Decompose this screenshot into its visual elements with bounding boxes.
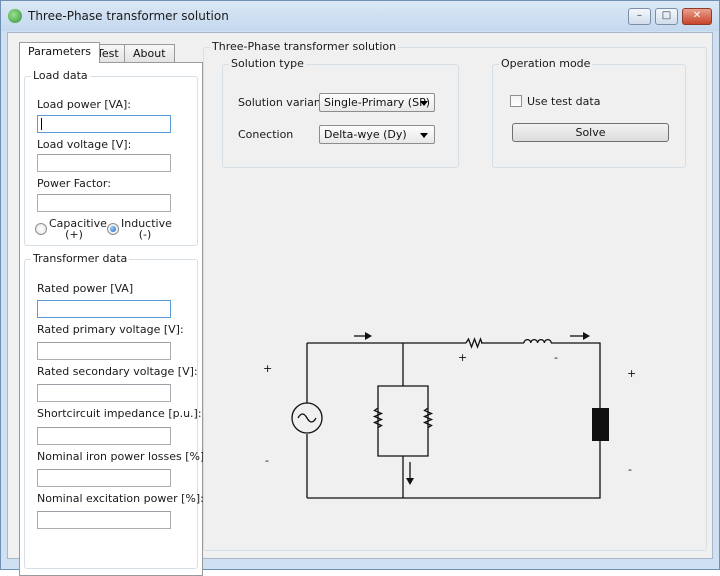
connection-label: Conection xyxy=(238,128,294,141)
solution-panel: Three-Phase transformer solution Solutio… xyxy=(203,40,707,551)
capacitive-label: Capacitive (+) xyxy=(49,217,107,241)
capacitive-radio[interactable] xyxy=(35,223,47,235)
shunt-resistor-1-icon xyxy=(372,407,384,429)
load-voltage-label: Load voltage [V]: xyxy=(37,138,132,151)
input-current-arrow-icon xyxy=(365,332,372,340)
load-data-title: Load data xyxy=(31,69,90,82)
maximize-button[interactable]: □ xyxy=(655,8,678,25)
ac-source-wave xyxy=(297,413,317,423)
shortcircuit-impedance-label: Shortcircuit impedance [p.u.]: xyxy=(37,407,202,420)
text-caret xyxy=(41,118,42,130)
parameters-tab-page: Load data Load power [VA]: Load voltage … xyxy=(19,62,208,576)
excitation-power-input[interactable] xyxy=(37,511,171,529)
inductive-label: Inductive (-) xyxy=(121,217,172,241)
plus-left-label: + xyxy=(263,362,272,375)
operation-mode-group: Operation mode Use test data Solve xyxy=(492,57,686,168)
minimize-button[interactable]: – xyxy=(628,8,651,25)
connection-select[interactable]: Delta-wye (Dy) xyxy=(319,125,435,144)
connection-value: Delta-wye (Dy) xyxy=(324,128,407,141)
rated-primary-voltage-label: Rated primary voltage [V]: xyxy=(37,323,184,336)
load-data-group: Load data Load power [VA]: Load voltage … xyxy=(24,69,198,246)
chevron-down-icon xyxy=(420,101,428,106)
shunt-current-arrow-icon xyxy=(406,478,414,485)
output-current-arrow-icon xyxy=(583,332,590,340)
load-voltage-input[interactable] xyxy=(37,154,171,172)
rated-secondary-voltage-input[interactable] xyxy=(37,384,171,402)
plus-right-label: + xyxy=(627,367,636,380)
client-area: Parameters Test About Load data Load pow… xyxy=(7,32,713,576)
solution-variant-value: Single-Primary (SP) xyxy=(324,96,430,109)
rated-power-input[interactable] xyxy=(37,300,171,318)
solve-button[interactable]: Solve xyxy=(512,123,669,142)
shunt-box xyxy=(377,385,429,457)
solution-variant-label: Solution variant xyxy=(238,96,326,109)
use-test-data-label: Use test data xyxy=(527,95,601,108)
operation-mode-title: Operation mode xyxy=(499,57,593,70)
minus-series-label: - xyxy=(554,351,558,364)
ac-source-icon xyxy=(291,402,323,434)
series-resistor-icon xyxy=(465,337,483,349)
load-power-input[interactable] xyxy=(37,115,171,133)
excitation-power-label: Nominal excitation power [%]: xyxy=(37,492,204,505)
inductive-label-line2: (-) xyxy=(138,228,152,241)
shortcircuit-impedance-input[interactable] xyxy=(37,427,171,445)
rated-primary-voltage-input[interactable] xyxy=(37,342,171,360)
solution-type-group: Solution type Solution variant Single-Pr… xyxy=(222,57,459,168)
solution-variant-select[interactable]: Single-Primary (SP) xyxy=(319,93,435,112)
power-factor-input[interactable] xyxy=(37,194,171,212)
solution-panel-title: Three-Phase transformer solution xyxy=(210,40,399,53)
wire-top xyxy=(307,342,601,408)
capacitive-label-line2: (+) xyxy=(65,228,83,241)
shunt-resistor-2-icon xyxy=(422,407,434,429)
iron-losses-label: Nominal iron power losses [%]: xyxy=(37,450,209,463)
tab-about[interactable]: About xyxy=(124,44,175,62)
use-test-data-checkbox[interactable] xyxy=(510,95,522,107)
inductive-radio[interactable] xyxy=(107,223,119,235)
app-logo-icon xyxy=(8,9,22,23)
load-power-label: Load power [VA]: xyxy=(37,98,132,111)
rated-power-label: Rated power [VA] xyxy=(37,282,134,295)
equivalent-circuit-diagram: + - + - + - xyxy=(263,332,636,499)
transformer-data-group: Transformer data Rated power [VA] Rated … xyxy=(24,252,208,569)
minus-right-label: - xyxy=(628,463,632,476)
power-factor-label: Power Factor: xyxy=(37,177,111,190)
transformer-data-title: Transformer data xyxy=(31,252,130,265)
iron-losses-input[interactable] xyxy=(37,469,171,487)
window-title: Three-Phase transformer solution xyxy=(28,9,229,23)
wire-bottom xyxy=(307,441,601,499)
minus-left-label: - xyxy=(265,454,269,467)
solution-type-title: Solution type xyxy=(229,57,306,70)
capacitive-label-line1: Capacitive xyxy=(49,217,107,230)
chevron-down-icon xyxy=(420,133,428,138)
title-bar[interactable]: Three-Phase transformer solution – □ ✕ xyxy=(1,1,719,31)
series-inductor-icon xyxy=(523,339,552,344)
rated-secondary-voltage-label: Rated secondary voltage [V]: xyxy=(37,365,198,378)
plus-series-label: + xyxy=(458,351,467,364)
tab-parameters[interactable]: Parameters xyxy=(19,42,100,63)
load-icon xyxy=(592,408,609,441)
close-button[interactable]: ✕ xyxy=(682,8,712,25)
inductive-label-line1: Inductive xyxy=(121,217,172,230)
